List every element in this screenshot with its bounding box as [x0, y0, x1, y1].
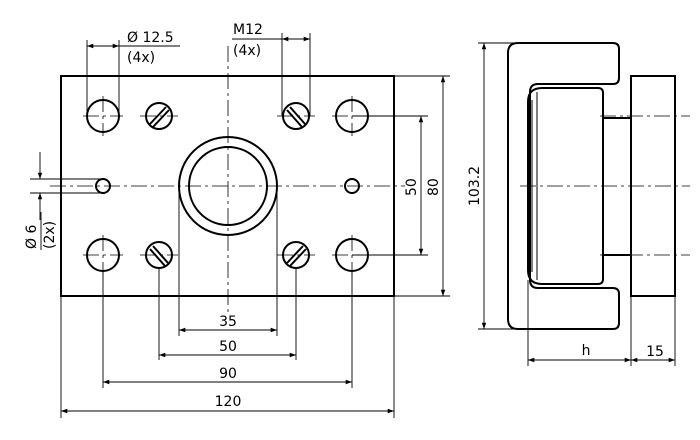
dim-label: Ø 12.5 [127, 30, 174, 46]
dim-120: 120 [60, 296, 395, 418]
dim-thread: M12 (4x) [232, 22, 311, 116]
side-view: 103.2 h 15 [467, 42, 690, 366]
dim-label: 50 [404, 178, 420, 196]
dim-80: 80 [394, 75, 450, 297]
dim-label: 15 [646, 344, 664, 360]
central-bore-inner [188, 146, 268, 226]
front-view: Ø 12.5 (4x) M12 (4x) Ø 6 (2x) [24, 22, 450, 418]
dim-35: 35 [178, 186, 278, 336]
dim-label: M12 [233, 22, 263, 38]
dim-qty: (2x) [42, 221, 58, 249]
bracket-outline [507, 42, 620, 330]
dim-50-bottom: 50 [158, 268, 297, 360]
dim-hole-large: Ø 12.5 (4x) [86, 30, 180, 116]
dim-label: 50 [219, 339, 237, 355]
dim-label: 103.2 [467, 166, 483, 206]
dim-label: 120 [215, 394, 242, 410]
dim-label: 80 [426, 178, 442, 196]
dim-15: 15 [631, 296, 676, 366]
dim-hole-small: Ø 6 (2x) [24, 152, 103, 250]
small-hole [344, 178, 360, 194]
carriage [527, 87, 604, 285]
threaded-holes [145, 102, 310, 269]
dim-h: h [527, 280, 632, 366]
dim-label: 35 [219, 314, 237, 330]
dim-qty: (4x) [233, 43, 261, 59]
shank [602, 117, 632, 256]
dim-label: h [582, 343, 591, 359]
dim-label: 90 [219, 366, 237, 382]
dim-90: 90 [102, 271, 353, 388]
dim-50-side: 50 [352, 115, 428, 256]
large-holes [86, 99, 369, 272]
dim-height: 103.2 [467, 42, 518, 330]
dim-qty: (4x) [127, 50, 155, 66]
dim-label: Ø 6 [24, 225, 40, 249]
